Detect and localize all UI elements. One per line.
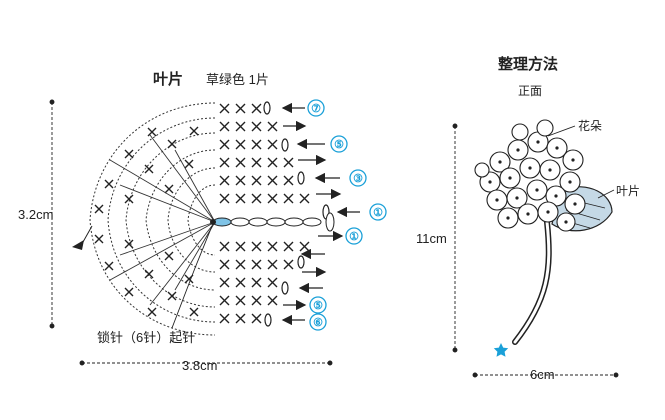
row-marker: ⑥ [313,317,323,329]
leaf-height-label: 3.2cm [18,207,54,222]
flower-cluster [474,119,586,232]
turning-chains [263,101,330,327]
row-marker: ⑤ [313,300,323,312]
finished-width-label: 6cm [530,367,555,382]
chain-note: 锁针（6针）起针 [97,330,196,345]
arc-stitches [94,126,199,317]
single-crochet-grid [219,103,310,324]
start-dot [210,219,216,225]
right-dimensions [452,123,619,378]
row-marker-circle [307,99,325,117]
row-marker: ① [349,231,359,243]
chain-arcs [89,102,216,336]
end-stem [82,225,93,243]
leaf-label: 叶片 [616,184,641,198]
leaf-chart-title: 叶片 [153,71,184,88]
foundation-chain [212,212,335,232]
row-marker: ③ [353,173,363,185]
leaf-chart: ⑦ ⑤ ③ ① ① ⑤ ⑥ [72,99,387,336]
flower-label: 花朵 [578,119,603,133]
finishing-title: 整理方法 [498,56,559,73]
row-marker: ⑤ [334,139,344,151]
row-marker-circle [349,169,367,187]
chain-note-leader [171,225,213,329]
row-number-circles [307,99,387,331]
leaf-chart-subtitle: 草绿色 1片 [206,72,269,87]
left-dimensions [49,99,333,366]
row-marker: ⑦ [311,103,321,115]
leaf-width-label: 3.8cm [182,358,218,373]
end-triangle [72,240,84,250]
radial-stitches [109,134,216,306]
row-marker-circle [345,227,363,245]
row-marker-circle [369,203,387,221]
finished-height-label: 11cm [416,231,447,246]
row-marker-circle [309,313,327,331]
row-marker-circle [309,296,327,314]
row-arrows [281,102,360,326]
row-marker: ① [373,207,383,219]
star-icon [493,343,509,357]
flower-centers [488,140,577,224]
row-marker-circle [330,135,348,153]
finished-flower-illustration [474,119,615,357]
finishing-subtitle: 正面 [518,84,543,98]
